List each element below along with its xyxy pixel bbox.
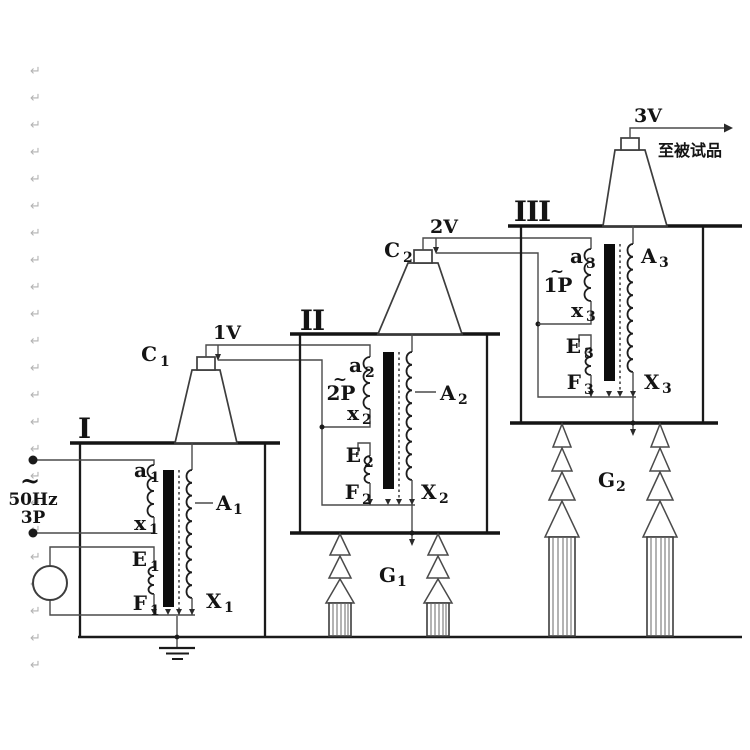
stage3-label-f: F xyxy=(567,370,581,394)
supply-source-group: ~ 50Hz 3P xyxy=(8,455,68,601)
stage1-tank xyxy=(70,441,280,637)
stage2-core xyxy=(383,352,394,489)
support-g1-label: G xyxy=(379,563,396,587)
stage2-instrument-tilde: ~ xyxy=(333,370,347,390)
ground-baseline xyxy=(78,616,742,660)
link-1v-label: 1V xyxy=(213,322,242,344)
capacitor-c1-label: C xyxy=(141,342,157,366)
regulator-meter-symbol xyxy=(32,565,68,601)
stage2-bushing xyxy=(376,249,464,335)
stage2-numeral: II xyxy=(300,304,324,337)
stage3-label-e: E xyxy=(566,334,581,358)
stage2-label-x: x xyxy=(347,401,360,425)
stage1-label-e-sub: 1 xyxy=(150,559,160,575)
support-g1-sub: 1 xyxy=(397,574,407,590)
stage2-label-X-sub: 2 xyxy=(439,491,449,507)
stage3-primary-winding xyxy=(583,248,592,302)
stage1-hv-winding xyxy=(185,443,213,615)
stage3-label-A: A xyxy=(640,244,657,268)
stage2-label-a-sub: 2 xyxy=(365,365,375,381)
stage2-label-a: a xyxy=(349,353,362,377)
stage1-numeral: I xyxy=(78,412,90,445)
stage2-primary-winding xyxy=(319,356,371,430)
stage3-label-X: X xyxy=(644,370,660,394)
stage1-group: I xyxy=(33,356,280,637)
supply-terminal-top xyxy=(28,455,38,465)
stage1-label-x-sub: 1 xyxy=(149,522,159,538)
stage3-core xyxy=(604,244,615,381)
stage3-label-x-sub: 3 xyxy=(586,309,596,325)
stage1-core xyxy=(163,470,174,607)
stage1-label-x: x xyxy=(134,511,147,535)
link-2v-label: 2V xyxy=(430,216,459,238)
supply-frequency-label: 50Hz xyxy=(8,490,58,510)
capacitor-c2-label: C xyxy=(384,238,400,262)
stage1-label-X: X xyxy=(206,589,222,613)
stage2-hv-winding xyxy=(405,334,436,505)
output-3v-label: 3V xyxy=(634,105,663,127)
stage2-insulator-stack-left xyxy=(324,532,356,637)
stage1-label-f-sub: 1 xyxy=(150,603,160,619)
stage2-bottom-bus xyxy=(367,499,415,546)
stage3-instrument-tilde: ~ xyxy=(550,262,564,282)
stage1-bushing xyxy=(173,356,239,444)
link-2v-group: 2V C 2 xyxy=(384,216,636,398)
stage3-numeral: III xyxy=(514,195,550,228)
stage2-insulator-stack-right xyxy=(422,532,454,637)
support-g2-label: G xyxy=(598,468,615,492)
supply-terminal-bottom xyxy=(28,528,38,538)
stage3-hv-winding xyxy=(626,226,634,397)
stage1-label-a-sub: 1 xyxy=(150,470,160,486)
stage1-label-e: E xyxy=(132,547,147,571)
stage2-instrument-label: 2P xyxy=(327,381,356,405)
capacitor-c1-sub: 1 xyxy=(160,354,170,370)
stage1-primary-winding xyxy=(33,459,155,534)
support-g2-sub: 2 xyxy=(616,479,626,495)
stage3-label-x: x xyxy=(571,298,584,322)
stage3-group: III xyxy=(508,137,742,637)
stage3-instrument-label: 1P xyxy=(544,273,573,297)
stage2-label-X: X xyxy=(421,480,437,504)
output-3v-group: 3V 至被试品 xyxy=(629,105,733,160)
word-return-marks-column: ↵ ↵ ↵ ↵ ↵ ↵ ↵ ↵ ↵ ↵ ↵ ↵ ↵ ↵ ↵ ↵ ↵ ↵ ↵ ↵ … xyxy=(30,64,41,673)
output-destination-text: 至被试品 xyxy=(658,141,722,160)
stage1-label-a: a xyxy=(134,458,147,482)
capacitor-c2-sub: 2 xyxy=(403,250,413,266)
stage3-insulator-stack-right xyxy=(641,421,679,637)
stage1-label-f: F xyxy=(133,591,147,615)
earth-symbol xyxy=(159,646,195,660)
stage3-label-A-sub: 3 xyxy=(659,255,669,271)
stage2-label-f: F xyxy=(345,480,359,504)
stage3-label-f-sub: 3 xyxy=(584,382,594,398)
stage3-label-a-sub: 3 xyxy=(586,256,596,272)
stage1-label-X-sub: 1 xyxy=(224,600,234,616)
stage3-label-e-sub: 3 xyxy=(584,346,594,362)
stage2-label-f-sub: 2 xyxy=(362,492,372,508)
stage1-label-A: A xyxy=(215,491,232,515)
supply-phase-label: 3P xyxy=(21,508,46,528)
stage2-label-e-sub: 2 xyxy=(364,455,374,471)
link-1v-group: 1V C 1 xyxy=(141,322,415,506)
output-arrow-head xyxy=(724,123,733,133)
ac-wave-symbol: ~ xyxy=(20,466,40,495)
stage2-group: II xyxy=(290,249,500,637)
stage2-label-x-sub: 2 xyxy=(362,412,372,428)
stage2-label-e: E xyxy=(346,443,361,467)
stage1-bottom-bus xyxy=(49,600,195,616)
stage3-label-X-sub: 3 xyxy=(662,381,672,397)
stage3-bottom-bus xyxy=(588,391,636,436)
stage2-label-A: A xyxy=(439,381,456,405)
stage3-insulator-stack-left xyxy=(543,421,581,637)
stage1-label-A-sub: 1 xyxy=(233,502,243,518)
stage2-label-A-sub: 2 xyxy=(458,392,468,408)
stage3-label-a: a xyxy=(570,244,583,268)
